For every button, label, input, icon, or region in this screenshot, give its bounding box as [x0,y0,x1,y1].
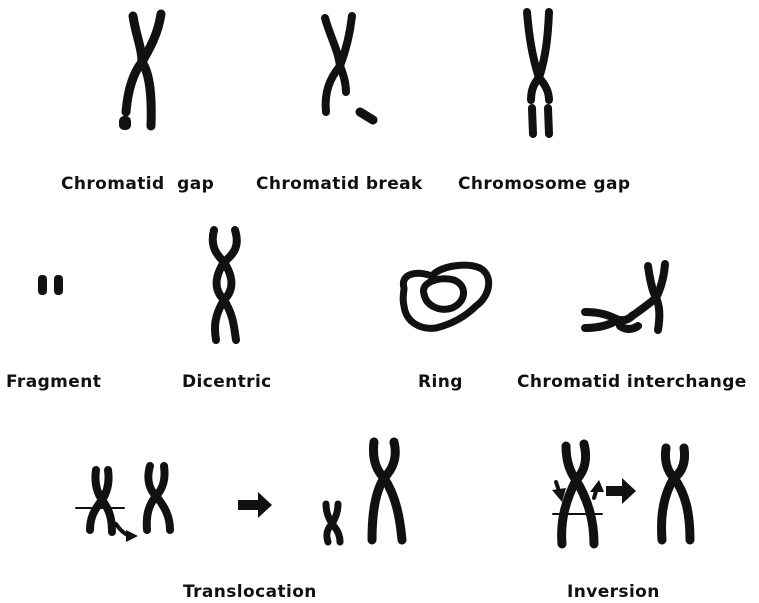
chromatid-break-figure [325,16,373,120]
label-chromatid-gap: Chromatid gap [61,174,214,194]
chromosome-gap-figure [527,12,549,134]
inversion-figure [552,444,690,544]
translocation-figure [76,442,402,542]
label-fragment: Fragment [6,372,101,392]
dicentric-figure [213,230,237,340]
label-inversion: Inversion [567,582,660,602]
label-dicentric: Dicentric [182,372,272,392]
chromatid-gap-figure [119,14,161,130]
label-chromatid-interchange: Chromatid interchange [517,372,747,392]
label-chromatid-break: Chromatid break [256,174,423,194]
fragment-figure [38,275,63,295]
ring-figure [403,265,489,328]
chromatid-interchange-figure [585,264,665,330]
label-translocation: Translocation [183,582,317,602]
label-ring: Ring [418,372,463,392]
label-chromosome-gap: Chromosome gap [458,174,630,194]
